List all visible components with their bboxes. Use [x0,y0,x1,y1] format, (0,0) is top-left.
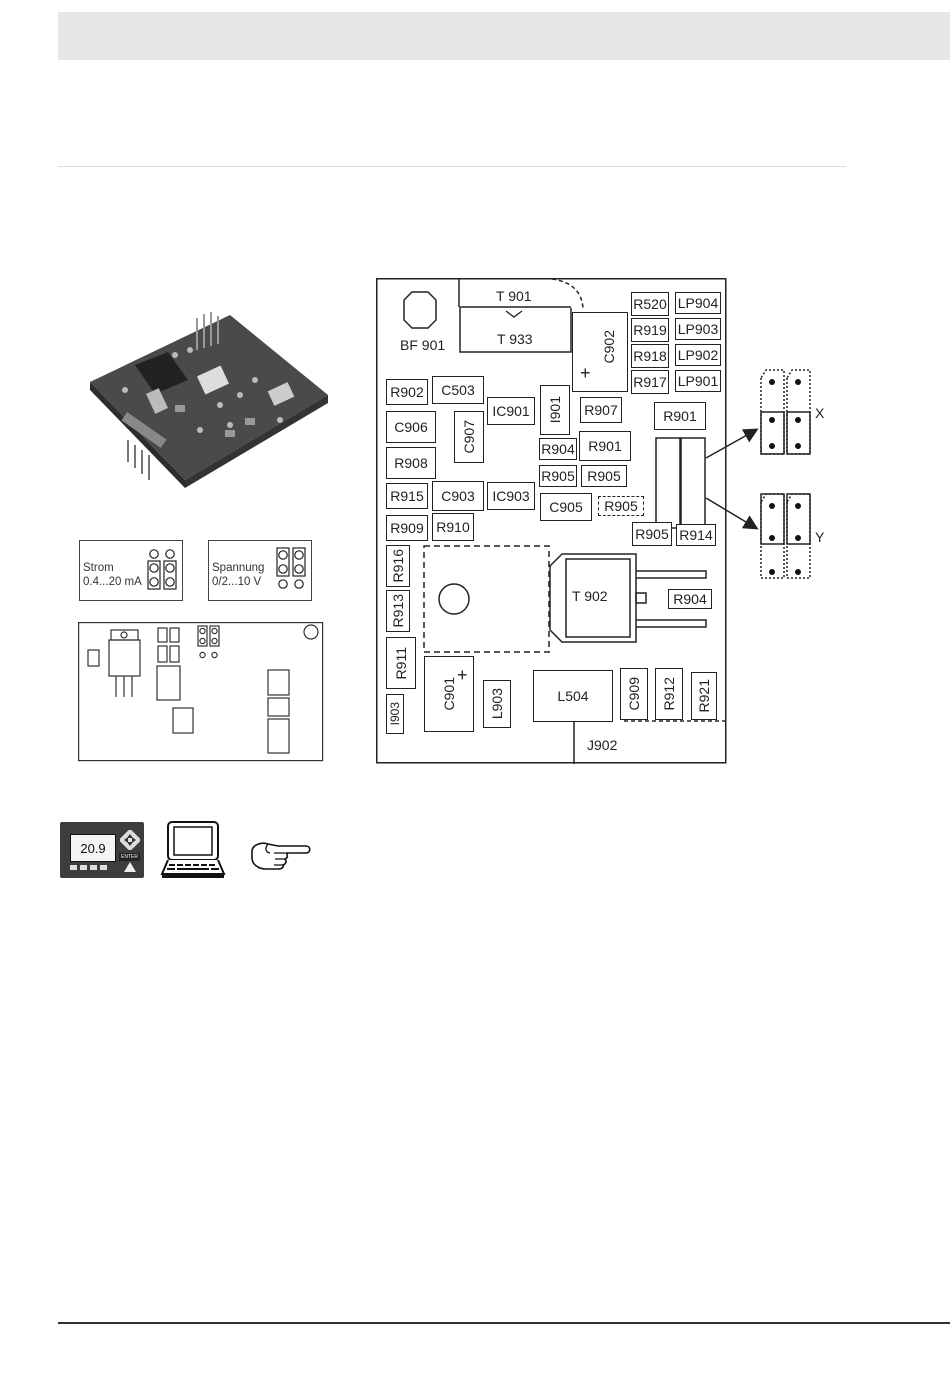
component-r905-a: R905 [539,465,577,487]
pointing-hand-icon [251,842,311,870]
component-c901: C901 [424,656,474,732]
component-r913: R913 [386,590,410,632]
component-lp904: LP904 [675,292,721,314]
label-t902: T 902 [572,588,608,604]
label-j902: J902 [587,737,618,753]
label-c902: C902 [601,330,617,364]
component-c906: C906 [386,411,436,443]
label-r921: R921 [696,679,712,713]
component-ic901: IC901 [487,397,535,425]
label-y: Y [815,529,825,545]
controller-display-icon: 20.9 ENTER [60,822,144,878]
component-r901: R901 [579,431,631,461]
label-l903: L903 [489,688,505,720]
label-c901: C901 [441,677,457,711]
arrow-keys-icon [120,830,140,850]
component-c909: C909 [620,668,648,720]
current-range: 0.4...20 mA [83,576,142,588]
component-r520: R520 [631,292,669,316]
label-i901: I901 [547,396,563,424]
component-l504: L504 [533,670,613,722]
component-r905-dashed: R905 [598,496,644,516]
logo-icon [124,862,136,872]
enter-key: ENTER [119,853,140,861]
component-layout-diagram [376,278,727,764]
component-r904-lower: R904 [668,589,712,609]
label-i903: I903 [388,702,402,726]
laptop-icon [160,821,226,878]
component-r910: R910 [432,513,474,541]
component-r915: R915 [386,483,428,509]
label-r916: R916 [390,549,406,583]
component-r902: R902 [386,379,428,405]
component-r916: R916 [386,545,410,587]
component-r909: R909 [386,515,428,541]
component-r901-right: R901 [654,402,706,430]
display-value: 20.9 [70,834,116,862]
component-c503: C503 [432,376,484,404]
jumper-detail-xy [705,369,811,579]
component-r911: R911 [386,637,416,689]
component-c902 [572,312,628,392]
label-r912: R912 [661,677,677,711]
label-c909: C909 [626,677,642,711]
jumper-voltage-pins [276,547,306,589]
label-x: X [815,405,825,421]
divider [58,166,846,167]
component-r921: R921 [691,672,717,720]
jumper-voltage-box: Spannung 0/2...10 V [208,540,312,601]
label-r911: R911 [393,646,409,680]
jumper-current-pins [147,549,177,590]
component-r905-c: R905 [632,522,672,546]
label-t901: T 901 [496,288,532,304]
c902-plus: + [580,363,591,383]
component-r905-b: R905 [581,465,627,487]
footer-rule [58,1322,950,1324]
component-c907: C907 [454,411,484,463]
label-c907: C907 [461,420,477,454]
label-bf901: BF 901 [400,337,446,353]
component-lp903: LP903 [675,318,721,340]
component-lp901: LP901 [675,370,721,392]
voltage-range: 0/2...10 V [212,576,262,588]
component-r914: R914 [676,524,716,546]
component-ic903: IC903 [487,482,535,510]
component-r912: R912 [655,668,683,720]
component-r907: R907 [580,397,622,423]
voltage-title: Spannung [212,562,265,574]
component-r908: R908 [386,447,436,479]
c901-plus: + [457,665,468,685]
component-i903: I903 [386,694,404,734]
component-r917: R917 [631,370,669,394]
component-c903: C903 [432,481,484,511]
component-l903: L903 [483,680,511,728]
component-c905: C905 [540,493,592,521]
header-bar [58,12,950,60]
label-r913: R913 [390,594,406,628]
current-title: Strom [83,562,114,574]
component-r918: R918 [631,344,669,368]
board-photo [90,312,328,488]
component-r904: R904 [539,438,577,460]
component-lp902: LP902 [675,344,721,366]
component-i901: I901 [540,385,570,435]
component-r919: R919 [631,318,669,342]
board-outline-diagram [78,622,324,762]
label-t933: T 933 [497,331,533,347]
jumper-current-box: Strom 0.4...20 mA [79,540,183,601]
